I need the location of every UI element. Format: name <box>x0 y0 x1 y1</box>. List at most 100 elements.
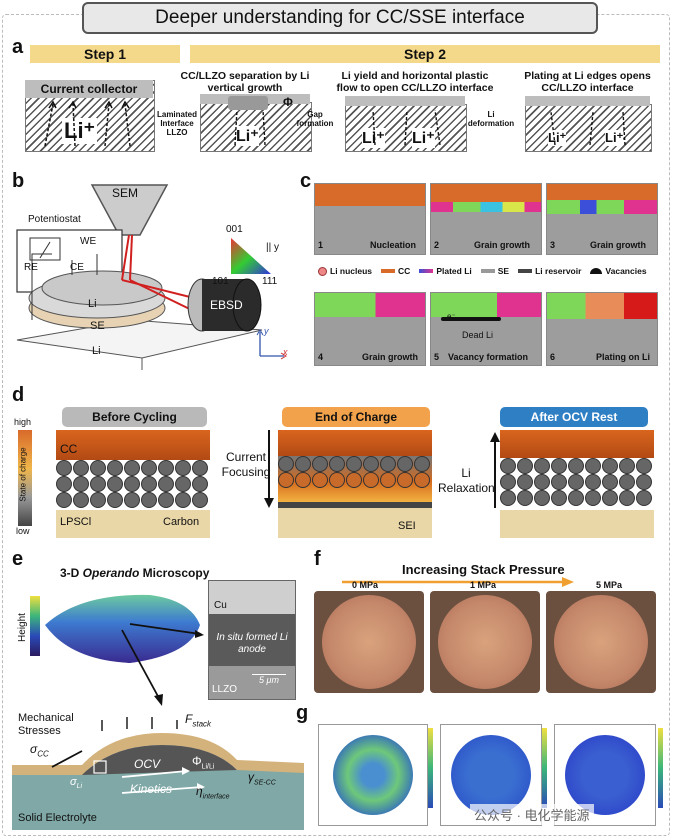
before-cc-label: CC <box>60 442 78 456</box>
setup-diagram <box>16 184 263 370</box>
c-frame-3 <box>546 183 658 255</box>
end-sei-layer <box>278 502 432 508</box>
pressure-arrow <box>342 577 574 587</box>
soc-label: State of charge <box>18 447 28 502</box>
step1-arrows <box>44 100 131 147</box>
c-frame-5 <box>430 292 542 366</box>
before-balls <box>56 460 210 508</box>
xy-axis-icon <box>256 329 287 360</box>
c-frame-5-label: Vacancy formation <box>448 352 529 362</box>
li-deformation-label: Li deformation <box>467 110 515 128</box>
step1-bar: Step 1 <box>30 45 180 63</box>
c-frame-4 <box>314 292 426 366</box>
cu-label: Cu <box>214 600 227 611</box>
soc-high: high <box>14 417 32 427</box>
operando-title: 3-D Operando Microscopy <box>60 566 210 580</box>
panel-f-letter: f <box>314 548 321 570</box>
g-colorbar-2 <box>542 728 547 808</box>
photo-0mpa <box>314 591 424 693</box>
c-frame-2-label: Grain growth <box>474 240 530 250</box>
eta-label: ηinterface <box>196 784 230 801</box>
figure-title: Deeper understanding for CC/SSE interfac… <box>82 2 598 34</box>
stack-pressure-title: Increasing Stack Pressure <box>402 562 565 577</box>
step2-bar: Step 2 <box>190 45 660 63</box>
in-situ-label: In situ formed Li anode <box>216 632 288 655</box>
li-top-label: Li <box>88 298 97 310</box>
we-label: WE <box>80 236 97 247</box>
c-legend: Li nucleus CC Plated Li SE Li reservoir … <box>318 266 647 276</box>
c-frame-5-num: 5 <box>434 352 440 362</box>
step1-li-plus: Li⁺ <box>62 118 98 144</box>
carbon-label: Carbon <box>163 516 200 528</box>
panel-d-letter: d <box>12 384 25 406</box>
legend-cc: CC <box>381 266 410 276</box>
li-relaxation-arrow <box>490 432 500 508</box>
c-frame-4-label: Grain growth <box>362 352 418 362</box>
end-sse-layer <box>278 508 432 538</box>
ipf-111: 111 <box>262 276 278 287</box>
legend-vacancies: Vacancies <box>590 266 647 276</box>
before-cycling-header: Before Cycling <box>62 407 207 427</box>
li-bottom-label: Li <box>92 345 101 357</box>
re-label: RE <box>24 262 38 273</box>
c-frame-6 <box>546 292 658 366</box>
step2-sub2-cc <box>345 96 465 106</box>
end-of-charge-header: End of Charge <box>282 407 430 427</box>
photo-5mpa <box>546 591 656 693</box>
llzo-sem-label: LLZO <box>212 684 238 695</box>
g-colorbar-3 <box>658 728 663 808</box>
c-frame-3-num: 3 <box>550 240 556 250</box>
li-relaxation-label: Li Relaxation <box>438 466 495 495</box>
mech-stresses-label: Mechanical Stresses <box>18 712 74 737</box>
step2-sub3-caption: Plating at Li edges opens CC/LLZO interf… <box>524 70 651 94</box>
panel-c-letter: c <box>300 170 312 192</box>
after-ocv-header: After OCV Rest <box>500 407 648 427</box>
pressure-0: 0 MPa <box>352 580 379 590</box>
phi-symbol: Φ <box>283 95 293 109</box>
ocv-label: OCV <box>134 757 161 771</box>
phi-li-label: ΦLi/Li <box>192 754 215 771</box>
g-map-0mpa <box>318 724 428 826</box>
legend-se: SE <box>480 266 509 276</box>
sei-label: SEI <box>398 520 416 532</box>
step2-sub1-li-growth <box>228 96 268 110</box>
legend-li-reservoir: Li reservoir <box>518 266 581 276</box>
after-sse-layer <box>500 510 654 538</box>
legend-li-nucleus: Li nucleus <box>318 266 372 276</box>
f-stack-label: Fstack <box>185 712 212 729</box>
lpscl-label: LPSCl <box>60 516 92 528</box>
cross-section-sem <box>208 580 296 700</box>
sigma-li-label: σLi <box>70 776 83 791</box>
step2-sub1-li-plus: Li⁺ <box>236 126 259 146</box>
llzo-label: LLZO <box>166 128 188 137</box>
step2-sub1-caption: CC/LLZO separation by Li vertical growth <box>180 70 310 94</box>
c-frame-1-label: Nucleation <box>370 240 417 250</box>
c-frame-2-num: 2 <box>434 240 440 250</box>
ipf-triangle <box>231 238 271 274</box>
c-frame-6-label: Plating on Li <box>596 352 650 362</box>
se-label: SE <box>90 320 105 332</box>
e-minus-label: e⁻ <box>447 312 456 321</box>
height-colorbar <box>30 596 40 656</box>
g-map-5mpa <box>554 724 656 826</box>
ipf-101: 101 <box>212 276 229 287</box>
before-sse-layer <box>56 510 210 538</box>
after-balls <box>500 458 654 506</box>
photo-1mpa <box>430 591 540 693</box>
step1-current-collector: Current collector <box>25 80 153 98</box>
soc-low: low <box>16 526 30 536</box>
ce-label: CE <box>70 262 84 273</box>
soc-colorbar <box>18 430 32 526</box>
panel-a-letter: a <box>12 36 24 58</box>
before-cc-layer <box>56 430 210 460</box>
current-focusing-label: Current Focusing <box>221 450 271 479</box>
ipf-axis: || y <box>266 242 279 253</box>
step2-sub2-li-plus-2: Li⁺ <box>412 128 435 148</box>
gap-formation-label: Gap formation <box>296 110 334 128</box>
step2-sub3-li-plus-1: Li⁺ <box>548 130 567 146</box>
step2-arrows <box>234 109 626 146</box>
step2-sub3-cc <box>525 96 650 106</box>
end-cc-layer <box>278 430 432 456</box>
axis-x-label: x <box>283 347 288 357</box>
c-frame-3-label: Grain growth <box>590 240 646 250</box>
